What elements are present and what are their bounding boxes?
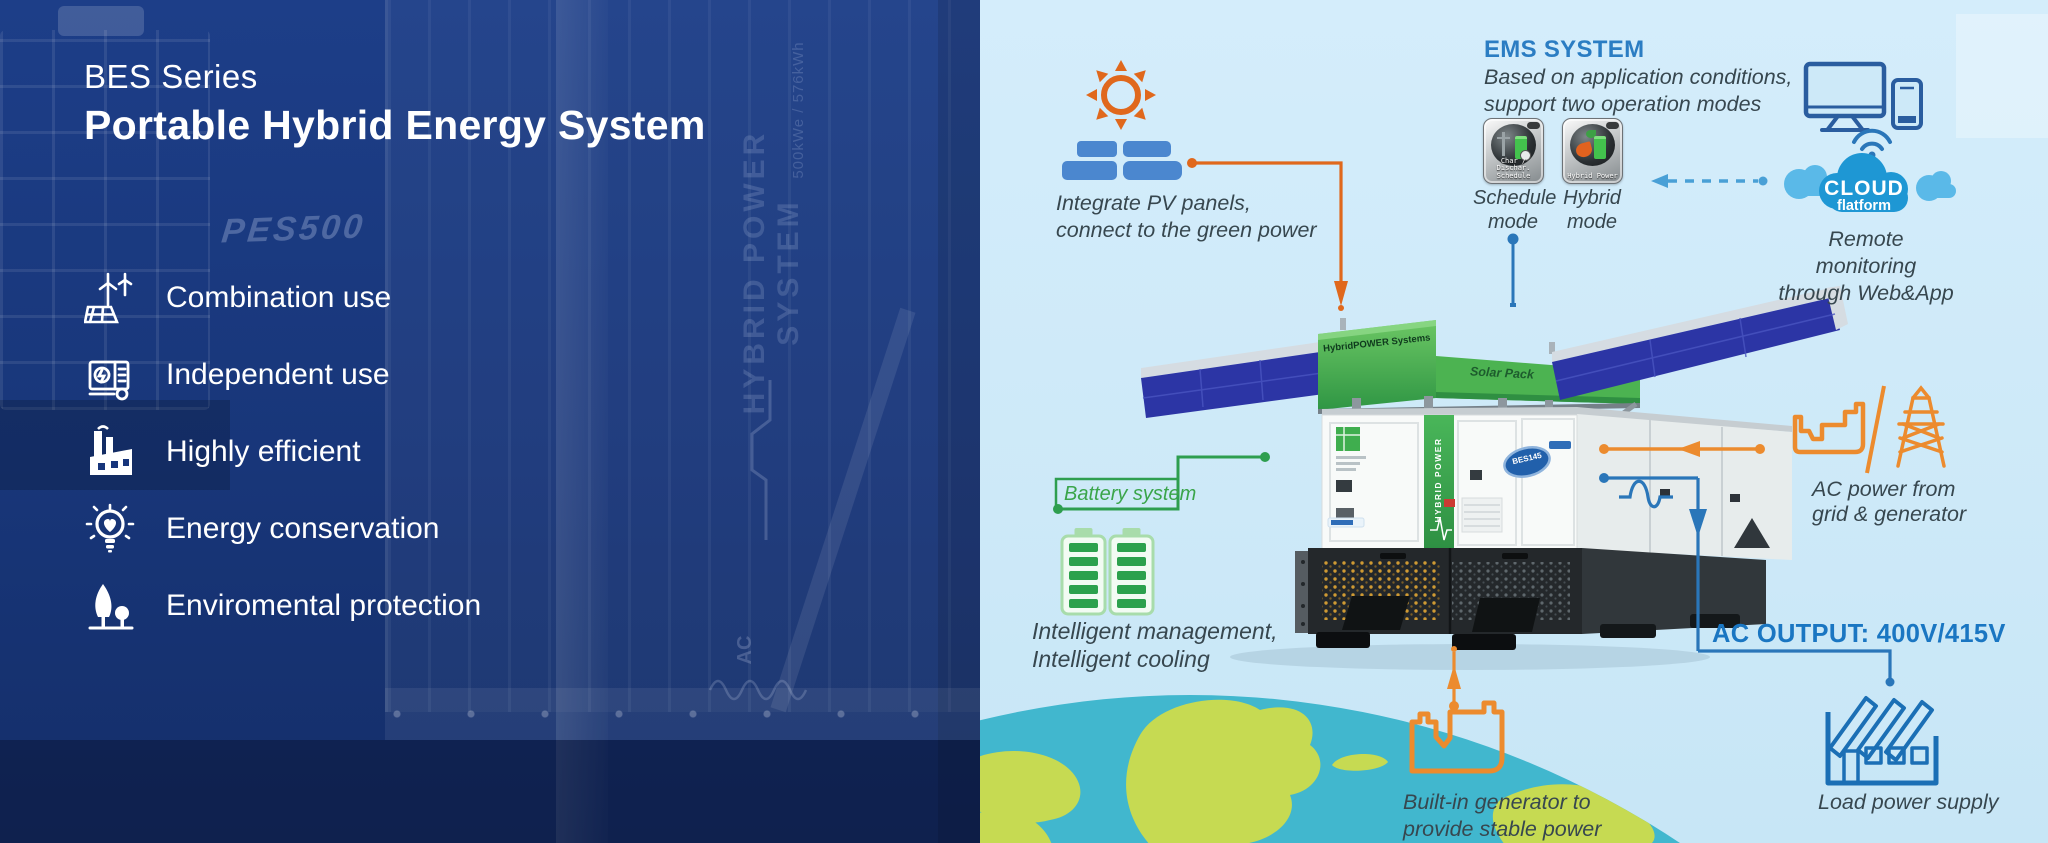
bulb-heart-icon <box>85 503 135 553</box>
container-model-text: PES500 <box>219 207 368 251</box>
leaf-glyph <box>1586 130 1596 138</box>
container-photo <box>385 0 983 712</box>
container-bottom-rail <box>385 688 980 740</box>
container-sine-decal <box>708 380 808 701</box>
feature-label: Highly efficient <box>166 435 361 468</box>
feature-combination-use: Combination use <box>84 270 704 326</box>
ems-subtitle: Based on application conditions, support… <box>1484 65 1793 116</box>
tower-arm-glyph <box>1497 137 1510 139</box>
clock-glyph <box>1520 150 1531 161</box>
mode-button-text: Char / Dischar. Schedule <box>1496 156 1531 180</box>
ems-heading: EMS SYSTEM <box>1484 36 1645 63</box>
unit-stripe-label: HYBRID POWER <box>1433 437 1443 523</box>
ibc-tote-photo <box>0 30 210 410</box>
power-badge <box>1527 122 1540 129</box>
pv-caption: Integrate PV panels, connect to the gree… <box>1056 191 1317 242</box>
page-title: Portable Hybrid Energy System <box>84 102 706 148</box>
mode-screen <box>1491 124 1536 166</box>
load-caption: Load power supply <box>1818 790 1999 814</box>
tower-glyph <box>1502 132 1505 156</box>
mode-button-hybrid[interactable]: Hybrid Power <box>1562 118 1623 184</box>
feature-label: Combination use <box>166 281 392 314</box>
battery-caption: Intelligent management, Intelligent cool… <box>1032 618 1278 672</box>
factory-icon <box>90 425 132 475</box>
flame-glyph <box>1574 141 1594 159</box>
builtin-generator-caption: Built-in generator to provide stable pow… <box>1403 790 1602 841</box>
feature-highly-efficient: Highly efficient <box>84 424 704 480</box>
feature-label: Energy conservation <box>166 512 440 545</box>
container-spec-text: 500kWe / 576kWh <box>790 41 807 179</box>
feature-label: Enviromental protection <box>166 589 482 622</box>
generator-icon <box>88 360 130 401</box>
schedule-mode-caption: Schedule mode <box>1473 187 1557 233</box>
battery-glyph <box>1594 136 1606 159</box>
cloud-subtitle: flatform <box>1837 198 1891 214</box>
feature-independent-use: Independent use <box>84 347 704 403</box>
cloud-title: CLOUD <box>1824 177 1904 200</box>
hybrid-mode-caption: Hybrid mode <box>1563 187 1621 233</box>
mode-screen <box>1570 124 1615 166</box>
battery-system-label: Battery system <box>1064 483 1197 505</box>
mode-button-schedule[interactable]: Char / Dischar. Schedule <box>1483 118 1544 184</box>
left-panel: PES500 HYBRID POWER SYSTEM 500kWe / 576k… <box>0 0 983 843</box>
ac-output-label: AC OUTPUT: 400V/415V <box>1712 620 2006 648</box>
cloud-caption: Remote monitoring through Web&App <box>1778 227 1954 305</box>
floor-shadow <box>0 740 980 843</box>
ibc-cap-photo <box>58 6 144 36</box>
feature-label: Independent use <box>166 358 390 391</box>
container-corner-post <box>938 0 980 843</box>
feature-energy-conservation: Energy conservation <box>84 501 704 557</box>
series-label: BES Series <box>84 58 258 95</box>
corner-light-box <box>1956 14 2048 138</box>
grid-caption: AC power from grid & generator <box>1812 477 1967 526</box>
tree-icon <box>88 584 134 630</box>
mode-button-text: Hybrid Power <box>1567 171 1618 180</box>
power-badge <box>1606 122 1619 129</box>
feature-environmental-protection: Enviromental protection <box>84 578 704 634</box>
container-edge-highlight <box>556 0 608 843</box>
wind-solar-icon <box>84 272 133 324</box>
